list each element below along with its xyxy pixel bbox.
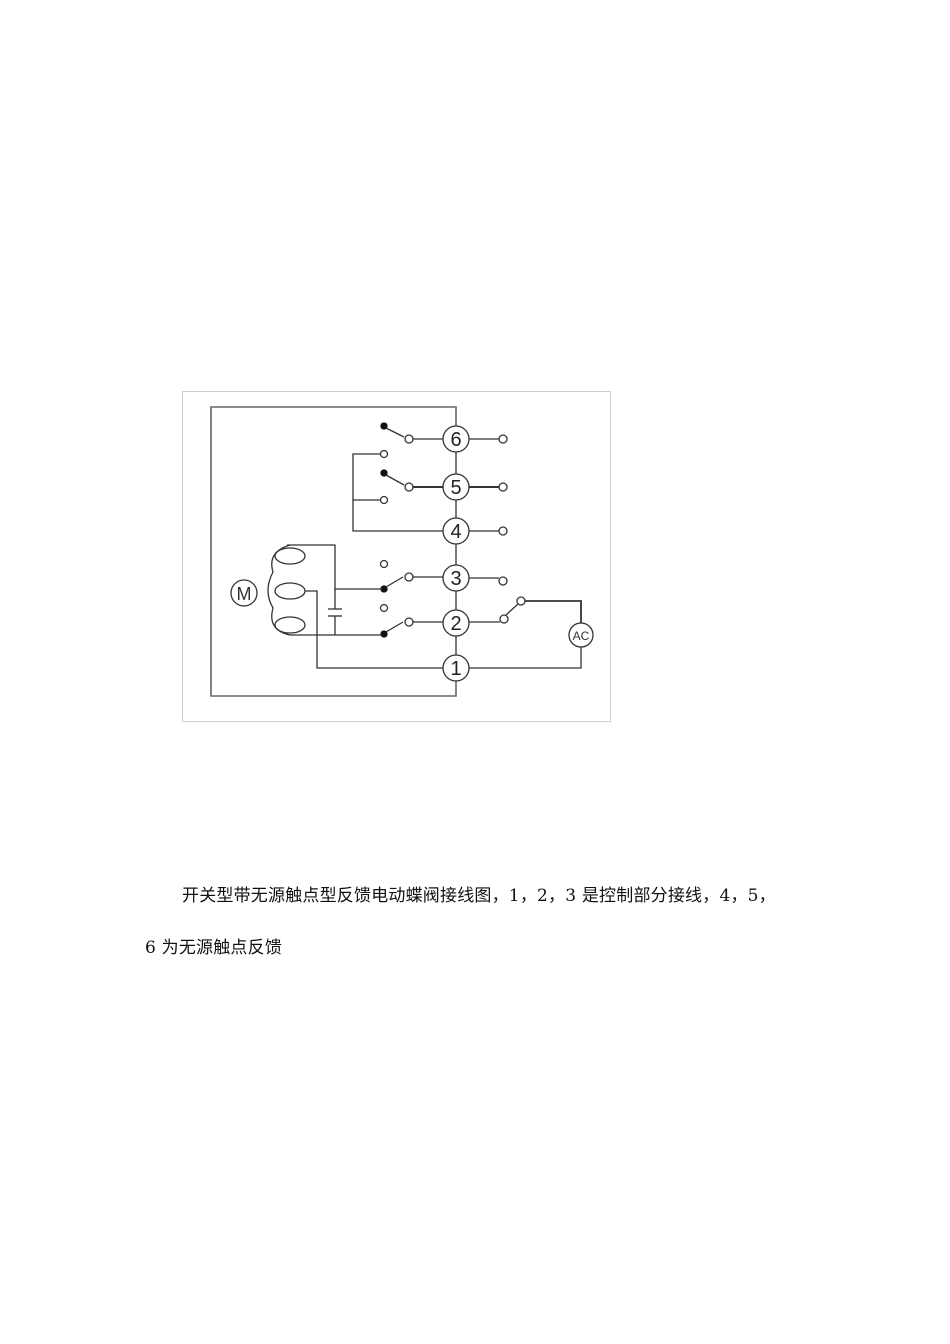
svg-text:AC: AC <box>573 629 590 643</box>
terminal-3: 3 <box>442 564 470 592</box>
terminal-4: 4 <box>442 517 470 545</box>
terminal-6: 6 <box>442 425 470 453</box>
terminal-2-row <box>379 596 582 638</box>
svg-text:2: 2 <box>450 613 461 635</box>
figure-caption: 开关型带无源触点型反馈电动蝶阀接线图，1，2，3 是控制部分接线，4，5， 6 … <box>145 870 825 974</box>
caption-line-1: 开关型带无源触点型反馈电动蝶阀接线图，1，2，3 是控制部分接线，4，5， <box>182 886 776 906</box>
svg-text:6: 6 <box>450 429 461 451</box>
wiring-diagram: AC M 6 <box>210 406 594 697</box>
wiring-diagram-figure: AC M 6 <box>182 391 611 722</box>
svg-text:1: 1 <box>450 658 461 680</box>
motor-symbol: M <box>230 579 258 607</box>
capacitor <box>328 589 342 635</box>
terminal-4-row <box>469 526 508 536</box>
feedback-bracket <box>352 449 443 532</box>
outer-frame <box>210 406 457 697</box>
svg-text:4: 4 <box>450 521 461 543</box>
svg-text:5: 5 <box>450 477 461 499</box>
ac-source: AC <box>469 622 594 669</box>
terminal-2: 2 <box>442 609 470 637</box>
terminal-1: 1 <box>442 654 470 682</box>
terminal-3-row <box>379 559 508 593</box>
terminal-5-row <box>380 469 508 492</box>
terminal-5: 5 <box>442 473 470 501</box>
svg-text:M: M <box>237 584 252 604</box>
svg-text:3: 3 <box>450 568 461 590</box>
terminal-6-row <box>380 422 508 444</box>
caption-line-2: 6 为无源触点反馈 <box>145 938 283 958</box>
motor-windings <box>267 544 443 669</box>
